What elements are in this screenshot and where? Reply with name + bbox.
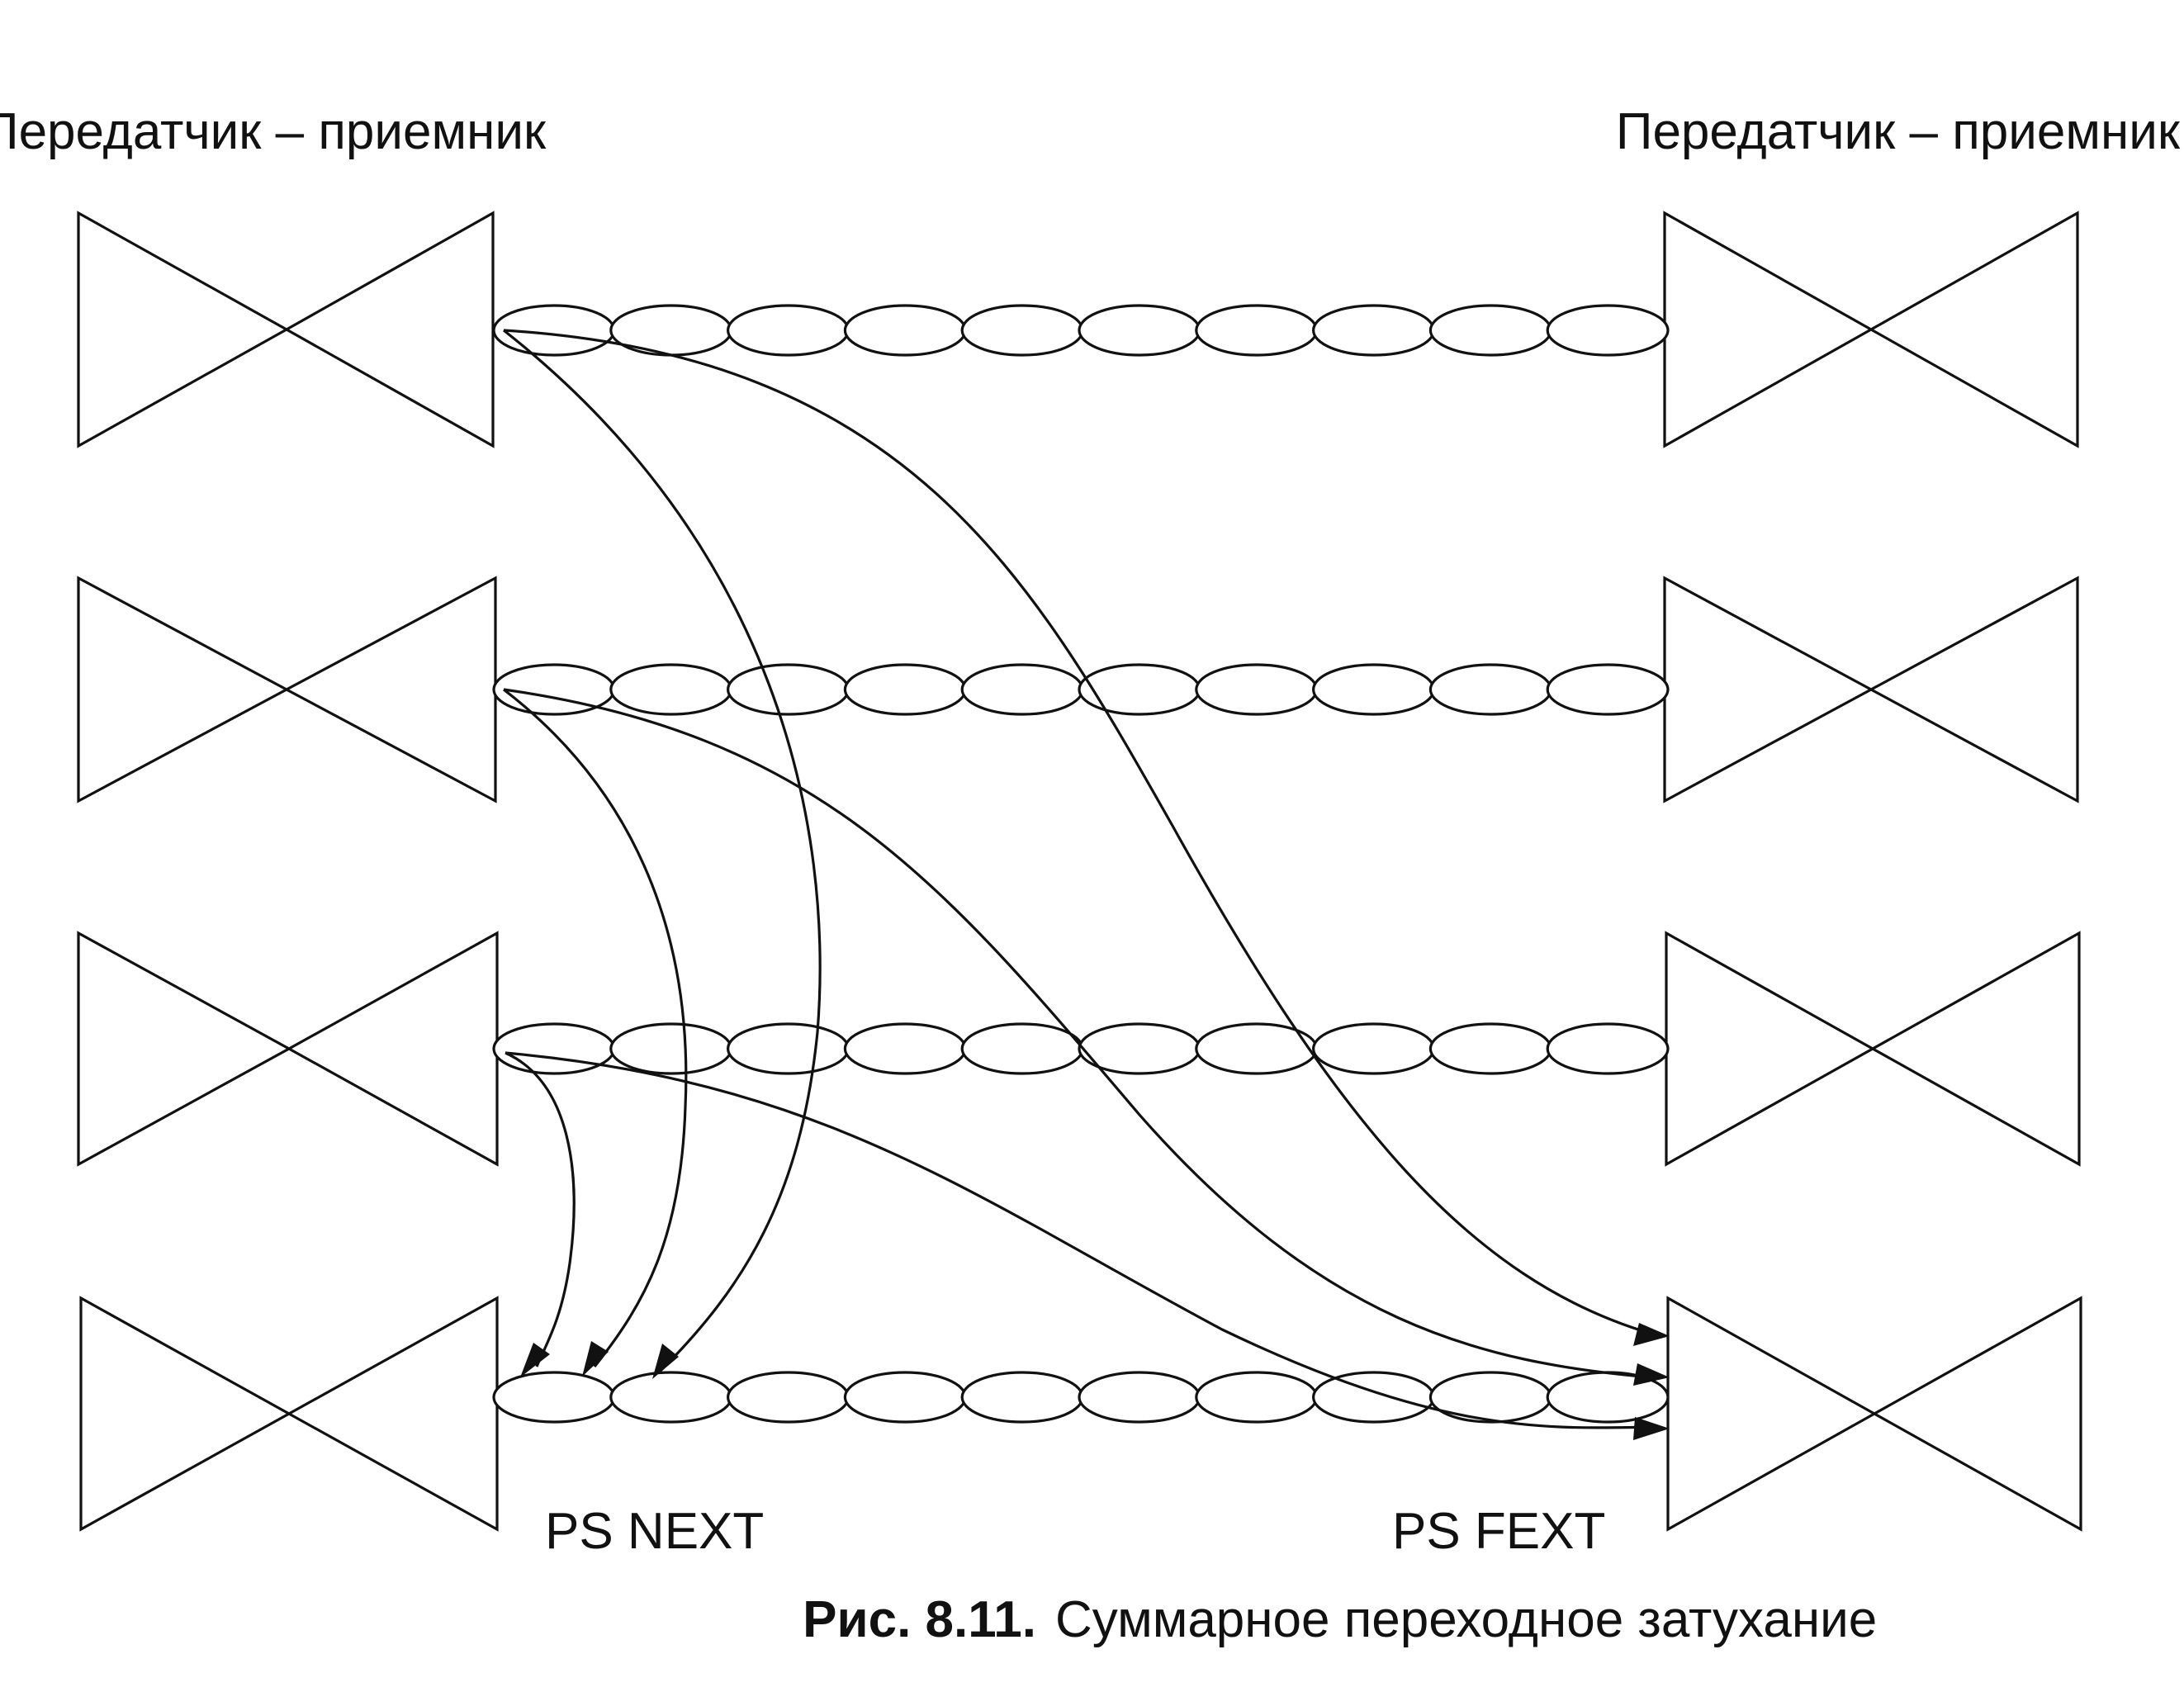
fext-arrowhead-2 — [1633, 1363, 1670, 1386]
twisted-pair-2 — [492, 663, 1670, 716]
twist-segment — [726, 663, 850, 716]
twist-segment — [1546, 304, 1670, 357]
twist-segment — [1195, 304, 1319, 357]
twist-segment — [843, 1371, 967, 1424]
next-arrowhead-2 — [582, 1341, 609, 1377]
twisted-pair-1 — [492, 304, 1670, 357]
twist-segment — [843, 1022, 967, 1075]
caption-number: Рис. 8.11. — [803, 1591, 1036, 1648]
caption-text: Суммарное переходное затухание — [1055, 1591, 1877, 1648]
left-transceiver-4 — [79, 1296, 499, 1532]
twist-segment — [609, 1371, 733, 1424]
fext-arrowhead-1 — [1633, 1323, 1670, 1346]
twist-segment — [960, 663, 1084, 716]
twist-segment — [1195, 1371, 1319, 1424]
next-arrowhead-3 — [520, 1343, 550, 1377]
twist-segment — [492, 1371, 616, 1424]
twist-segment — [726, 1371, 850, 1424]
ps-fext-label: PS FEXT — [1392, 1503, 1605, 1560]
next-arrowhead-1 — [652, 1344, 679, 1379]
twist-segment — [1078, 1371, 1201, 1424]
left-transceiver-2 — [77, 576, 497, 803]
fext-curve-from-pair-3 — [505, 1051, 1656, 1429]
twist-segment — [843, 663, 967, 716]
left-transceiver-1 — [77, 211, 495, 448]
twist-segment — [843, 304, 967, 357]
twist-segment — [960, 1022, 1084, 1075]
next-curve-from-pair-3 — [505, 1051, 576, 1367]
left-transceiver-3 — [77, 931, 499, 1167]
fext-curve-from-pair-1 — [503, 329, 1652, 1335]
left-header: Передатчик – приемник — [0, 103, 547, 160]
right-header: Передатчик – приемник — [1616, 103, 2181, 160]
twist-segment — [609, 1022, 733, 1075]
twist-segment — [1311, 1371, 1435, 1424]
fext-crosstalk-curves — [503, 329, 1670, 1440]
right-transceiver-3 — [1665, 931, 2081, 1167]
twist-segment — [1546, 663, 1670, 716]
twist-segment — [1428, 304, 1552, 357]
twist-segment — [1311, 304, 1435, 357]
twist-segment — [1546, 1022, 1670, 1075]
fext-arrowhead-3 — [1633, 1417, 1670, 1440]
next-crosstalk-curves — [503, 329, 822, 1379]
fext-curve-from-pair-2 — [503, 688, 1652, 1379]
twist-segment — [1428, 1022, 1552, 1075]
twist-segment — [1078, 304, 1201, 357]
ps-next-label: PS NEXT — [545, 1503, 764, 1560]
twist-segment — [960, 304, 1084, 357]
twist-segment — [726, 304, 850, 357]
right-transceiver-4 — [1666, 1296, 2082, 1532]
right-transceiver-1 — [1663, 211, 2079, 448]
twist-segment — [726, 1022, 850, 1075]
right-transceiver-2 — [1663, 576, 2079, 803]
twist-segment — [1428, 1371, 1552, 1424]
figure-caption: Рис. 8.11. Суммарное переходное затухани… — [803, 1591, 1877, 1648]
twist-segment — [1311, 663, 1435, 716]
twist-segment — [609, 304, 733, 357]
next-curve-from-pair-1 — [503, 329, 822, 1372]
next-curve-from-pair-2 — [503, 688, 688, 1367]
twist-segment — [1195, 663, 1319, 716]
twist-segment — [960, 1371, 1084, 1424]
twisted-pair-4 — [492, 1371, 1670, 1424]
twist-segment — [1428, 663, 1552, 716]
twist-segment — [1078, 663, 1201, 716]
twist-segment — [609, 663, 733, 716]
twist-segment — [492, 1022, 616, 1075]
twisted-pair-3 — [492, 1022, 1670, 1075]
twist-segment — [1311, 1022, 1435, 1075]
